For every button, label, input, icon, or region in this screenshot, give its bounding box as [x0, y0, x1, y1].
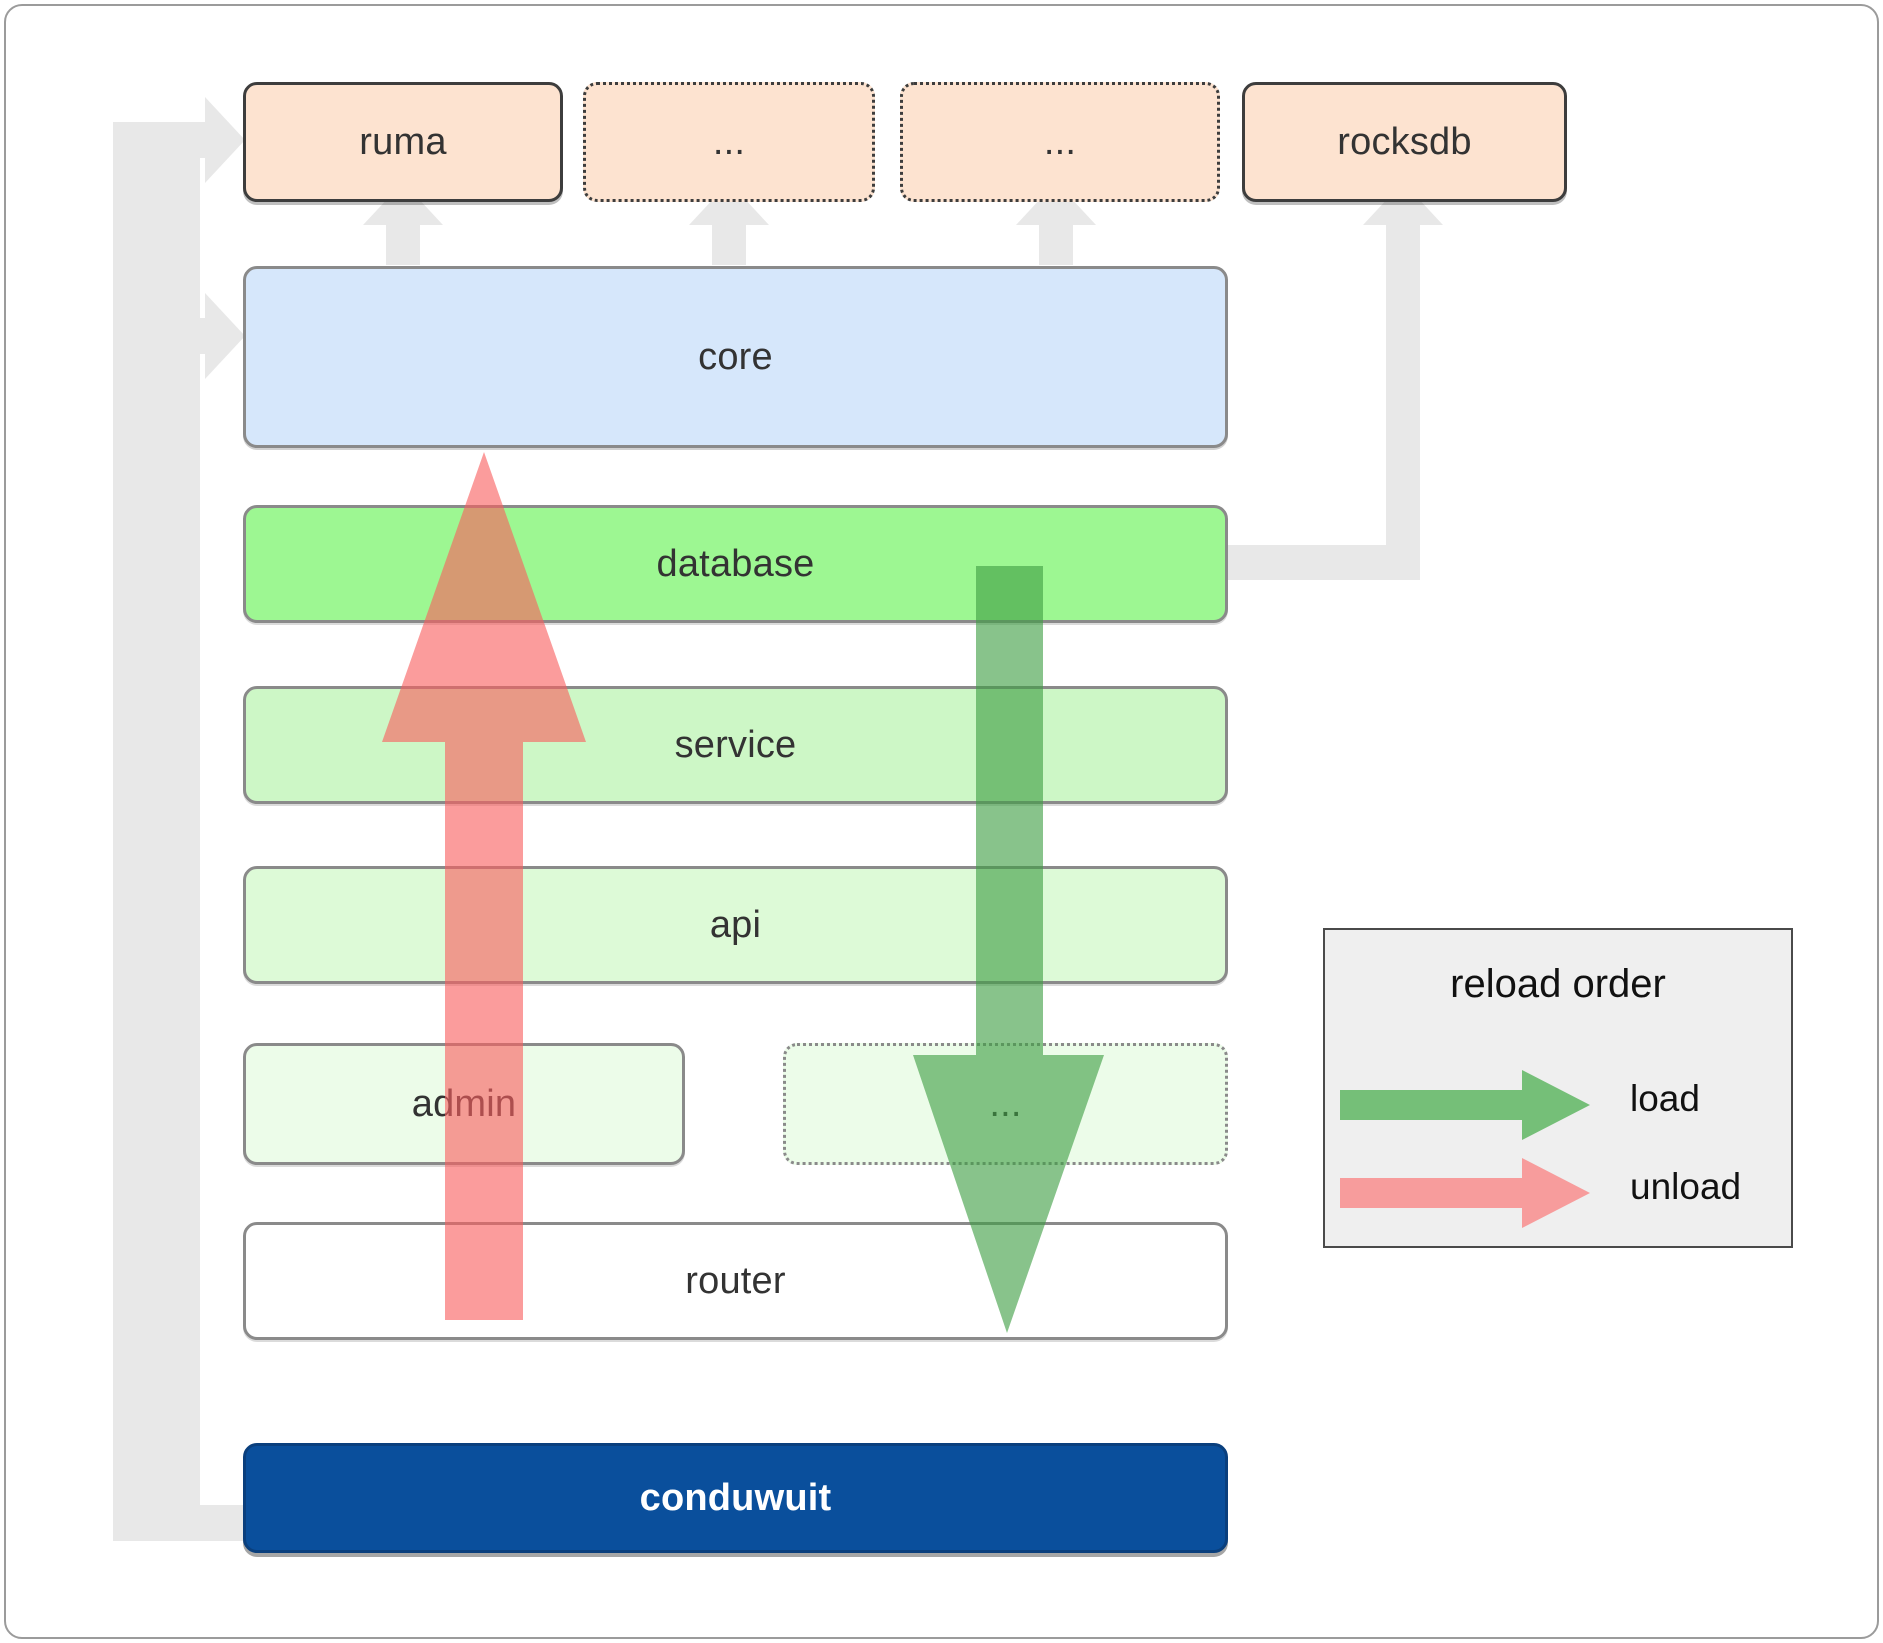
connector-bottom-bar [113, 1505, 248, 1541]
connector-database-to-rocksdb [1227, 182, 1443, 580]
connector-conduwuit-to-core-head [152, 293, 245, 379]
connector-core-to-ext3 [1016, 182, 1096, 265]
connector-conduwuit-to-core [152, 325, 200, 1540]
legend-row-load: load [1325, 1070, 1791, 1140]
legend-panel: reload order load unload [1323, 928, 1793, 1248]
node-database[interactable]: database [243, 505, 1228, 623]
legend-unload-label: unload [1630, 1166, 1742, 1207]
legend-row-unload: unload [1325, 1158, 1791, 1228]
legend-unload-arrow-icon [1340, 1158, 1590, 1228]
load-arrow [913, 566, 1104, 1333]
connector-core-to-ext2 [689, 182, 769, 265]
node-external-3[interactable]: ... [900, 82, 1220, 202]
legend-load-label: load [1630, 1078, 1700, 1119]
legend-load-arrow-icon [1340, 1070, 1590, 1140]
node-conduwuit[interactable]: conduwuit [243, 1443, 1228, 1553]
unload-arrow [382, 452, 586, 1320]
node-ruma[interactable]: ruma [243, 82, 563, 202]
node-core[interactable]: core [243, 266, 1228, 448]
connector-core-to-ruma [363, 182, 443, 265]
legend-title: reload order [1450, 962, 1666, 1006]
connector-conduwuit-to-ruma-head [113, 97, 245, 183]
